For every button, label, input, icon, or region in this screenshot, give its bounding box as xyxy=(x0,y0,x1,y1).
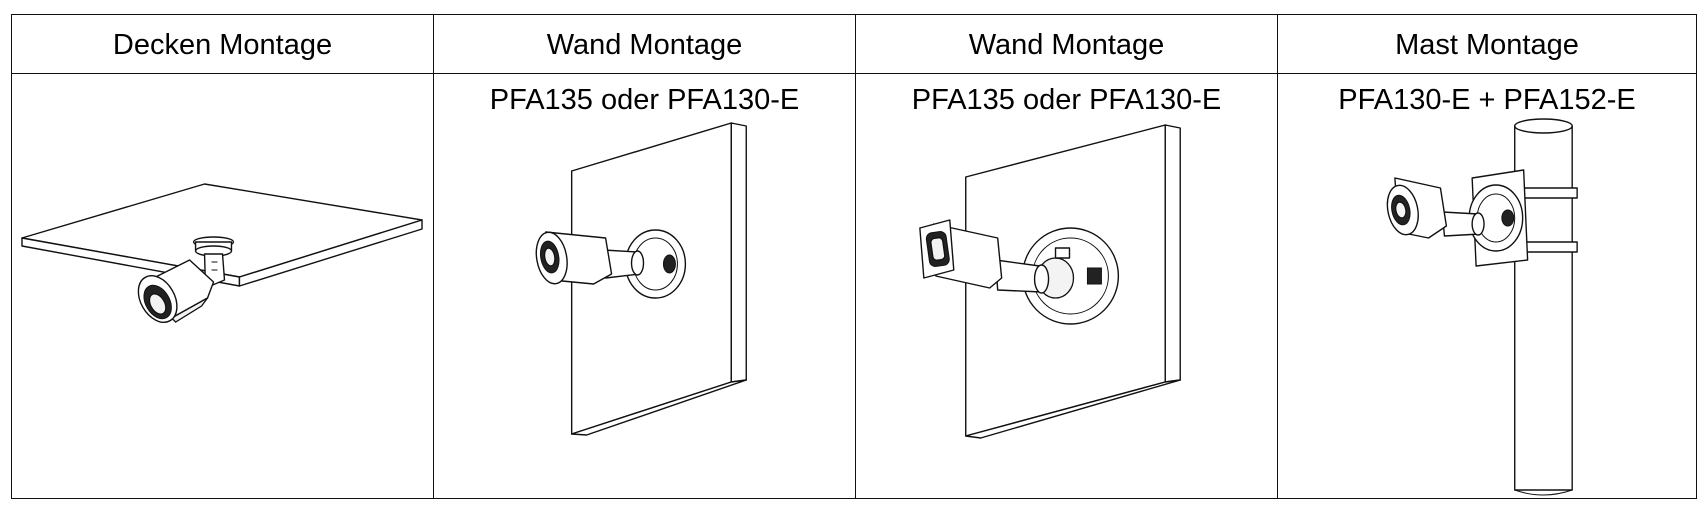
cell-wall-mount-2: PFA135 oder PFA130-E xyxy=(856,74,1278,498)
pole-mount-model: PFA130-E + PFA152-E xyxy=(1338,84,1636,116)
ceiling-mount-camera-illustration xyxy=(21,183,423,323)
pole-mount-camera-illustration xyxy=(1386,118,1578,496)
header-ceiling-mount: Decken Montage xyxy=(12,15,434,74)
cell-ceiling-mount xyxy=(12,74,434,498)
wall-mount-1-model: PFA135 oder PFA130-E xyxy=(489,84,800,116)
wall-mount-junction-box-illustration xyxy=(919,124,1181,439)
header-pole-mount: Mast Montage xyxy=(1278,15,1696,74)
header-wall-mount-2: Wand Montage xyxy=(856,15,1278,74)
header-wall-mount-1: Wand Montage xyxy=(434,15,856,74)
wall-mount-camera-illustration xyxy=(535,122,747,436)
cell-pole-mount: PFA130-E + PFA152-E xyxy=(1278,74,1696,498)
wall-mount-2-model: PFA135 oder PFA130-E xyxy=(911,84,1222,116)
mounting-table: Decken Montage Wand Montage Wand Montage… xyxy=(11,14,1697,499)
cell-wall-mount-1: PFA135 oder PFA130-E xyxy=(434,74,856,498)
